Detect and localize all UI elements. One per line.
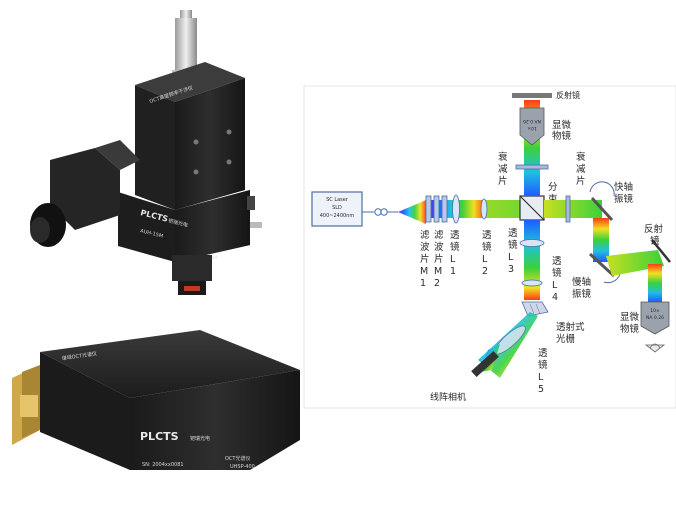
- beam-splitter-diagonal: [519, 195, 545, 221]
- bottom-objective-label: 显微物镜: [620, 311, 640, 335]
- sample-curve: [649, 343, 661, 349]
- laser-source-line2: SLD: [332, 205, 342, 211]
- top-objective: [519, 107, 545, 146]
- lens-l2: [480, 198, 488, 220]
- lower-body-front: [175, 190, 250, 262]
- filter-extra: [441, 195, 448, 223]
- screw: [193, 139, 199, 145]
- attenuator-right: [565, 195, 571, 223]
- screw: [193, 169, 199, 175]
- side-arm: [50, 148, 120, 230]
- spectrometer-left-side: [40, 352, 130, 470]
- camera-label: 线阵相机: [430, 391, 466, 403]
- laser-source-box: [311, 191, 363, 227]
- spectrometer-serial: SN: 2004xx0081: [142, 462, 184, 468]
- spectrometer-brand-cn: 钯瑞光电: [190, 435, 210, 442]
- screw: [226, 129, 232, 135]
- top-objective-text: 10×: [527, 125, 537, 131]
- transmission-grating: [521, 301, 549, 317]
- galvo-beam: [593, 218, 609, 262]
- top-device-brand-cn: 钯瑞光电: [168, 217, 189, 229]
- micrometer-cap: [180, 10, 192, 18]
- line-camera: [471, 350, 499, 378]
- spectrometer-top-label: 谱域OCT光谱仪: [61, 350, 97, 362]
- grating-label: 透射式光栅: [556, 321, 585, 345]
- filter-m1: [425, 195, 432, 223]
- attenuator-top: [515, 164, 549, 170]
- bottom-objective-text: 10×: [650, 308, 660, 314]
- photo-interferometer: OCT高度频率干涉仪 PLCTS 钯瑞光电 AUH-15M SN: 2004xx: [30, 10, 262, 295]
- side-arm-top: [95, 140, 140, 170]
- bottom-objective-text: NA 0.26: [646, 315, 664, 321]
- adjust-knob-face: [30, 217, 50, 243]
- right-mirror-label: 反射镜: [644, 223, 664, 247]
- slow-galvo-label: 慢轴振镜: [572, 276, 592, 300]
- spectrometer-port: [20, 395, 38, 417]
- top-device-model: AUH-15M: [140, 228, 164, 239]
- detection-arm-beam: [524, 220, 540, 300]
- tower-left-face: [135, 85, 175, 210]
- tower-front-face: [175, 78, 245, 210]
- top-mirror: [512, 93, 552, 98]
- fast-galvo-label: 快轴振镜: [614, 181, 634, 205]
- filter-m2: [433, 195, 440, 223]
- slow-galvo-mirror: [588, 252, 616, 278]
- screw: [226, 159, 232, 165]
- spectrometer-right-label: OCT光谱仪: [225, 455, 250, 462]
- lens-l1: [452, 194, 460, 224]
- scan-beam: [606, 250, 664, 276]
- lens-l3: [519, 239, 545, 247]
- sample-arm-beam: [544, 200, 602, 218]
- top-mirror-label: 反射镜: [556, 90, 580, 100]
- bottom-objective: [640, 301, 670, 335]
- photo-spectrometer: 谱域OCT光谱仪 PLCTS 钯瑞光电 OCT光谱仪 UHSP-400 SN: …: [12, 330, 300, 470]
- spectrometer-front: [130, 370, 300, 470]
- objective-mount: [172, 255, 212, 281]
- attenuator-right-label: 衰减片: [576, 151, 586, 187]
- connector: [250, 222, 262, 228]
- laser-source-line3: 400~2400nm: [320, 213, 355, 219]
- laser-source-line1: SC Laser: [326, 197, 349, 203]
- collimator-cone: [398, 200, 426, 224]
- spectrometer-model: UHSP-400: [230, 464, 255, 470]
- spectrometer-top: [40, 330, 300, 398]
- connector: [247, 196, 255, 210]
- tower-top: [135, 62, 245, 102]
- attenuator-left-label: 衰减片: [498, 151, 508, 187]
- fast-galvo-arrow: [589, 181, 615, 197]
- top-objective-label: 显微物镜: [552, 119, 572, 142]
- right-mirror: [651, 239, 671, 263]
- spectrometer-brand: PLCTS: [140, 430, 179, 443]
- objective-red-ring: [184, 286, 200, 291]
- top-objective-text: NA 0.26: [523, 118, 541, 124]
- fast-galvo-mirror: [590, 196, 614, 222]
- micrometer-barrel: [175, 18, 197, 70]
- objective-beam: [648, 264, 662, 302]
- lens-l4: [521, 279, 543, 287]
- optical-diagram: SC Laser SLD 400~2400nm 反射镜 10× NA 0.26: [303, 85, 676, 409]
